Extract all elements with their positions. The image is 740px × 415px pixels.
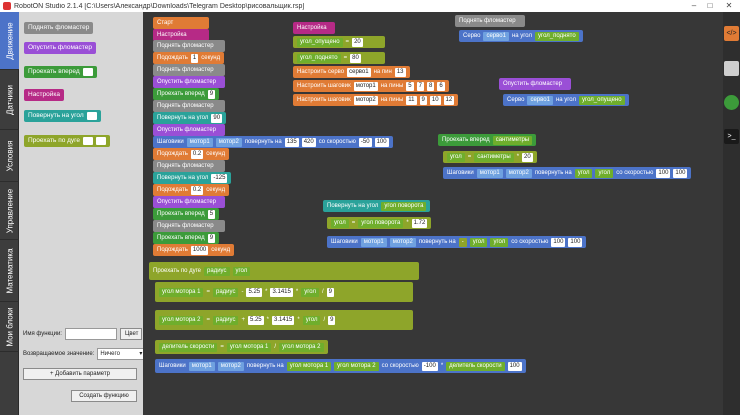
set-variable-block[interactable]: угол_поднято=80 — [293, 52, 385, 64]
code-view-icon[interactable]: </> — [724, 26, 739, 41]
tab-my-blocks[interactable]: Мои блоки — [0, 302, 19, 352]
set-variable-block[interactable]: угол мотора 1=радиус-5.25*3.1415*угол/9 — [155, 282, 413, 302]
tab-sensors[interactable]: Датчики — [0, 70, 19, 130]
app-icon — [3, 2, 11, 10]
function-name-label: Имя функции: — [23, 331, 62, 337]
return-value-select[interactable]: Ничего▾ — [97, 348, 146, 360]
color-button[interactable]: Цвет — [119, 328, 142, 340]
palette-lower-pen[interactable]: Опустить фломастер — [24, 42, 96, 54]
palette-setup[interactable]: Настройка — [24, 89, 64, 101]
close-icon[interactable]: ✕ — [725, 1, 733, 10]
palette-turn[interactable]: Повернуть на угол — [24, 110, 101, 122]
set-variable-block[interactable]: угол_опущено=20 — [293, 36, 385, 48]
minimize-icon[interactable]: – — [691, 1, 697, 10]
palette-arc[interactable]: Проехать по дуге — [24, 135, 111, 147]
maximize-icon[interactable]: □ — [707, 1, 713, 10]
block-palette: Поднять фломастер Опустить фломастер Про… — [19, 12, 143, 415]
category-tabs: Движение Датчики Условия Управление Мате… — [0, 12, 19, 415]
window-title: RobotON Studio 2.1.4 [C:\Users\Александр… — [14, 2, 305, 10]
raise-pen-block[interactable]: Поднять фломастер — [153, 220, 225, 232]
create-function-button[interactable]: Создать функцию — [71, 390, 137, 402]
raise-pen-definition-header[interactable]: Поднять фломастер — [455, 15, 525, 27]
set-variable-block[interactable]: делитель скорости=угол мотора 1/угол мот… — [155, 340, 328, 354]
setup-call-block[interactable]: Настройка — [153, 29, 209, 41]
set-variable-block[interactable]: угол=угол поворота*1.72 — [327, 217, 432, 229]
tab-motion[interactable]: Движение — [0, 12, 19, 70]
set-variable-block[interactable]: угол мотора 2=радиус+5.25*3.1415*угол/9 — [155, 310, 413, 330]
run-icon[interactable] — [724, 95, 739, 110]
return-value-label: Возвращаемое значение: — [23, 351, 95, 357]
right-toolbar: </> >_ — [723, 12, 740, 415]
raise-pen-block[interactable]: Поднять фломастер — [153, 64, 225, 76]
tab-conditions[interactable]: Условия — [0, 130, 19, 182]
turn-block[interactable]: Повернуть на угол-125 — [153, 172, 232, 184]
raise-pen-block[interactable]: Поднять фломастер — [153, 100, 225, 112]
tab-control[interactable]: Управление — [0, 182, 19, 240]
set-variable-block[interactable]: угол=сантиметры*20 — [443, 151, 537, 163]
raise-pen-block[interactable]: Поднять фломастер — [153, 160, 225, 172]
add-parameter-button[interactable]: + Добавить параметр — [23, 368, 137, 380]
raise-pen-block[interactable]: Поднять фломастер — [153, 40, 225, 52]
lower-pen-block[interactable]: Опустить фломастер — [153, 196, 225, 208]
lower-pen-definition-header[interactable]: Опустить фломастер — [499, 78, 571, 90]
palette-raise-pen[interactable]: Поднять фломастер — [24, 22, 94, 34]
console-icon[interactable]: >_ — [724, 129, 739, 144]
setup-definition-header[interactable]: Настройка — [293, 22, 335, 34]
palette-forward[interactable]: Проехать вперед — [24, 66, 97, 78]
window-titlebar: RobotON Studio 2.1.4 [C:\Users\Александр… — [0, 0, 740, 12]
chevron-down-icon: ▾ — [139, 351, 143, 357]
lower-pen-block[interactable]: Опустить фломастер — [153, 124, 225, 136]
function-name-input[interactable] — [64, 328, 117, 340]
save-icon[interactable] — [724, 61, 739, 76]
workspace-canvas[interactable]: Старт Настройка Поднять фломастер Подожд… — [143, 12, 723, 415]
start-block[interactable]: Старт — [153, 17, 209, 29]
lower-pen-block[interactable]: Опустить фломастер — [153, 76, 225, 88]
tab-math[interactable]: Математика — [0, 240, 19, 302]
